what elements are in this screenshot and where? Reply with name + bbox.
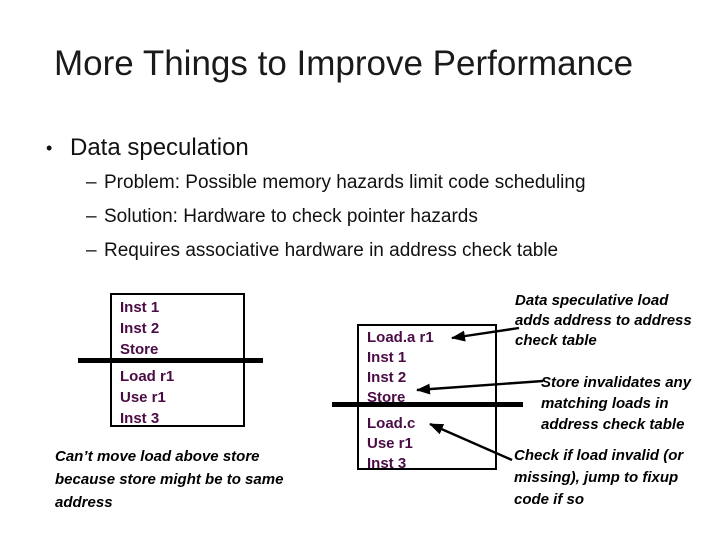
dash-marker: – <box>86 172 97 193</box>
code-line: Inst 2 <box>120 320 160 337</box>
annotation-line: matching loads in <box>541 395 669 412</box>
annotation-line: Check if load invalid (or <box>514 447 684 464</box>
bullet-marker: • <box>46 138 53 158</box>
annotation-store-invalidates: Store invalidates any matching loads in … <box>541 372 691 435</box>
annotation-line: address <box>55 494 113 511</box>
bullet-data-speculation: Data speculation <box>70 134 249 161</box>
code-line: Store <box>120 341 159 358</box>
dash-marker: – <box>86 206 97 227</box>
sub-bullet-requires: –Requires associative hardware in addres… <box>86 240 558 262</box>
dash-marker: – <box>86 240 97 261</box>
annotation-line: Data speculative load <box>515 292 669 309</box>
code-line: Store <box>367 389 406 406</box>
annotation-line: because store might be to same <box>55 471 284 488</box>
annotation-line: Can’t move load above store <box>55 448 260 465</box>
annotation-check-load: Check if load invalid (or missing), jump… <box>514 445 683 511</box>
code-line: Load r1 <box>120 368 175 385</box>
page-title: More Things to Improve Performance <box>54 44 634 83</box>
code-line: Load.a r1 <box>367 329 434 346</box>
sub-bullet-text: Requires associative hardware in address… <box>104 240 559 261</box>
annotation-line: Store invalidates any <box>541 374 692 391</box>
annotation-line: code if so <box>514 491 585 508</box>
code-line: Use r1 <box>367 435 413 452</box>
code-line: Inst 1 <box>367 349 407 366</box>
annotation-line: address check table <box>541 416 685 433</box>
annotation-line: check table <box>515 332 597 349</box>
sub-bullet-solution: –Solution: Hardware to check pointer haz… <box>86 206 478 228</box>
code-box-speculative: Load.a r1 Inst 1 Inst 2 Store Load.c Use… <box>357 324 497 472</box>
code-line: Inst 3 <box>120 410 160 427</box>
annotation-line: missing), jump to fixup <box>514 469 679 486</box>
sub-bullet-text: Solution: Hardware to check pointer haza… <box>104 206 478 227</box>
sub-bullet-problem: –Problem: Possible memory hazards limit … <box>86 172 586 194</box>
annotation-cant-move: Can’t move load above store because stor… <box>55 445 283 514</box>
annotation-speculative-load: Data speculative load adds address to ad… <box>515 291 692 351</box>
code-line: Inst 3 <box>367 455 407 472</box>
code-line: Load.c <box>367 415 416 432</box>
store-barrier-line-right <box>332 402 523 407</box>
code-line: Use r1 <box>120 389 166 406</box>
store-barrier-line-left <box>78 358 263 363</box>
code-line: Inst 1 <box>120 299 160 316</box>
code-line: Inst 2 <box>367 369 407 386</box>
annotation-line: adds address to address <box>515 312 692 329</box>
sub-bullet-text: Problem: Possible memory hazards limit c… <box>104 172 586 193</box>
